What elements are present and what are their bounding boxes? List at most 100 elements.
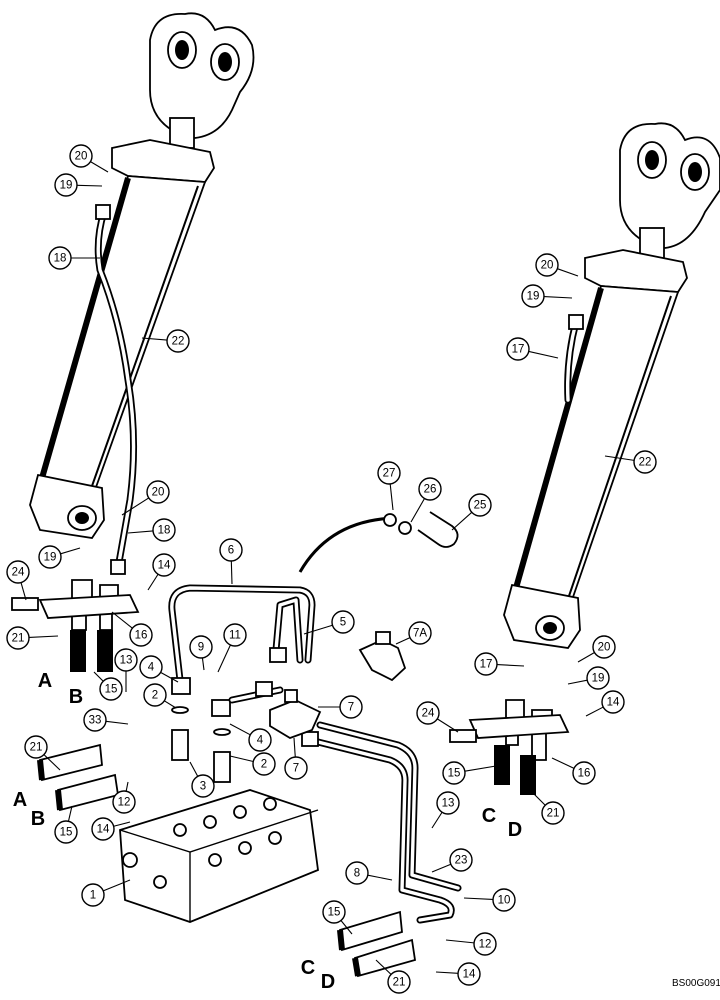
callout-2: 2 [229,752,276,776]
callout-circle [152,553,176,577]
leader-line [585,706,604,717]
callout-number: 17 [480,659,493,671]
callout-number: 26 [424,484,437,496]
leader-line [410,498,425,523]
leader-line [121,497,150,516]
callout-circle [408,621,432,645]
callout-circle [468,493,492,517]
callout-circle [191,774,215,798]
callout-23: 23 [431,848,473,873]
callout-number: 8 [354,868,360,880]
callout-number: 13 [442,798,455,810]
callout-14: 14 [147,553,176,591]
leader-line [67,805,73,822]
callout-17: 17 [474,652,525,676]
leader-line [395,637,411,645]
callout-circle [166,329,190,353]
callout-circle [139,655,163,679]
leader-line [340,920,353,935]
callout-circle [492,888,516,912]
callout-number: 33 [89,715,102,727]
steel-lines-8-10 [228,681,462,924]
coupler-letter-d: D [508,819,522,841]
callout-12: 12 [112,781,136,814]
callout-circle [152,518,176,542]
callout-number: 24 [12,567,25,579]
steel-lines-6-5 [168,584,316,695]
callout-circle [377,461,401,485]
leader-line [529,789,546,806]
leader-line [76,184,103,187]
callout-number: 15 [328,907,341,919]
callout-12: 12 [445,932,497,956]
callout-33: 33 [83,708,129,732]
callout-number: 10 [498,895,511,907]
callout-circle [146,480,170,504]
leader-line [28,635,59,638]
callout-number: 12 [479,939,492,951]
leader-line [217,644,231,673]
callout-22: 22 [604,450,657,474]
control-valve [119,789,319,923]
callout-number: 19 [44,552,57,564]
callout-circle [54,820,78,844]
callout-number: 19 [592,673,605,685]
leader-line [551,757,575,769]
callout-circle [633,450,657,474]
callout-16: 16 [551,757,596,785]
callout-21: 21 [529,789,565,825]
callout-circle [449,848,473,872]
leader-line [105,720,129,725]
callout-13: 13 [431,791,460,829]
callout-number: 22 [639,457,652,469]
reference-code: BS00G091 [672,978,720,989]
callout-4: 4 [229,723,272,752]
callout-1: 1 [81,879,131,907]
leader-line [431,811,443,829]
callout-19: 19 [521,284,573,308]
left-lift-cylinder [29,12,255,539]
leader-line [557,268,579,277]
callout-circle [219,538,243,562]
callout-4: 4 [139,655,179,683]
callout-circle [223,623,247,647]
leader-line [125,781,129,792]
callout-number: 14 [607,697,620,709]
callout-14: 14 [91,817,131,841]
callout-circle [331,610,355,634]
callout-19: 19 [567,666,610,690]
callout-10: 10 [463,888,516,912]
callout-circle [416,701,440,725]
callout-number: 18 [158,525,171,537]
callout-number: 12 [118,797,131,809]
leader-line [20,582,27,601]
callout-number: 2 [261,759,267,771]
callout-number: 20 [541,260,554,272]
callout-circle [418,477,442,501]
callout-circle [114,648,138,672]
leader-line [229,723,251,736]
leader-line [389,483,394,511]
callout-number: 15 [105,684,118,696]
callout-26: 26 [410,477,442,523]
leader-line [436,718,459,733]
leader-line [604,455,635,461]
right-lift-cylinder [503,122,720,649]
callout-14: 14 [585,690,625,717]
leader-line [496,664,525,667]
callout-circle [189,635,213,659]
callout-16: 16 [111,611,153,647]
kit-reference-arc [298,516,396,573]
coupler-letter-d: D [321,971,335,993]
callout-6: 6 [219,538,243,585]
callout-circle [129,623,153,647]
callout-number: 6 [228,545,234,557]
leader-line [431,863,452,873]
callout-2: 2 [143,683,177,709]
callout-number: 15 [448,768,461,780]
callout-circle [345,861,369,885]
leader-line [577,652,595,663]
callout-24: 24 [6,560,30,601]
